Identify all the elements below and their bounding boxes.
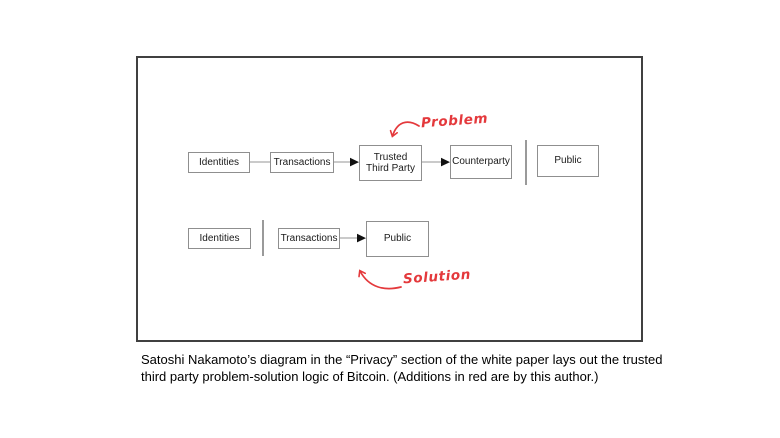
box-label: Public	[554, 155, 582, 167]
box-identities-row2: Identities	[188, 228, 251, 249]
box-label: Transactions	[280, 232, 338, 244]
diagram-overlay	[250, 121, 527, 290]
box-label: Transactions	[273, 156, 331, 168]
caption-line-2: third party problem-solution logic of Bi…	[141, 369, 599, 384]
box-transactions-row1: Transactions	[270, 152, 334, 173]
box-public-row2: Public	[366, 221, 429, 257]
box-trusted-third-party: Trusted Third Party	[359, 145, 422, 181]
arrowhead-into-public-icon	[357, 233, 366, 243]
solution-arrow-icon	[358, 269, 402, 290]
arrowhead-into-ttp-icon	[350, 157, 359, 167]
arrowhead-into-counterparty-icon	[441, 157, 450, 167]
figure-caption: Satoshi Nakamoto’s diagram in the “Priva…	[141, 351, 662, 385]
box-label: Trusted	[373, 151, 408, 163]
box-identities-row1: Identities	[188, 152, 250, 173]
problem-arrow-icon	[389, 121, 420, 138]
caption-line-1: Satoshi Nakamoto’s diagram in the “Priva…	[141, 352, 663, 367]
box-counterparty: Counterparty	[450, 145, 512, 179]
diagram-frame: Identities Transactions Trusted Third Pa…	[136, 56, 643, 342]
box-transactions-row2: Transactions	[278, 228, 340, 249]
box-label: Identities	[198, 156, 240, 168]
box-label: Counterparty	[452, 156, 510, 168]
box-label: Third Party	[366, 163, 415, 174]
box-label: Identities	[199, 232, 240, 244]
box-public-row1: Public	[537, 145, 599, 177]
box-label: Public	[383, 233, 412, 245]
